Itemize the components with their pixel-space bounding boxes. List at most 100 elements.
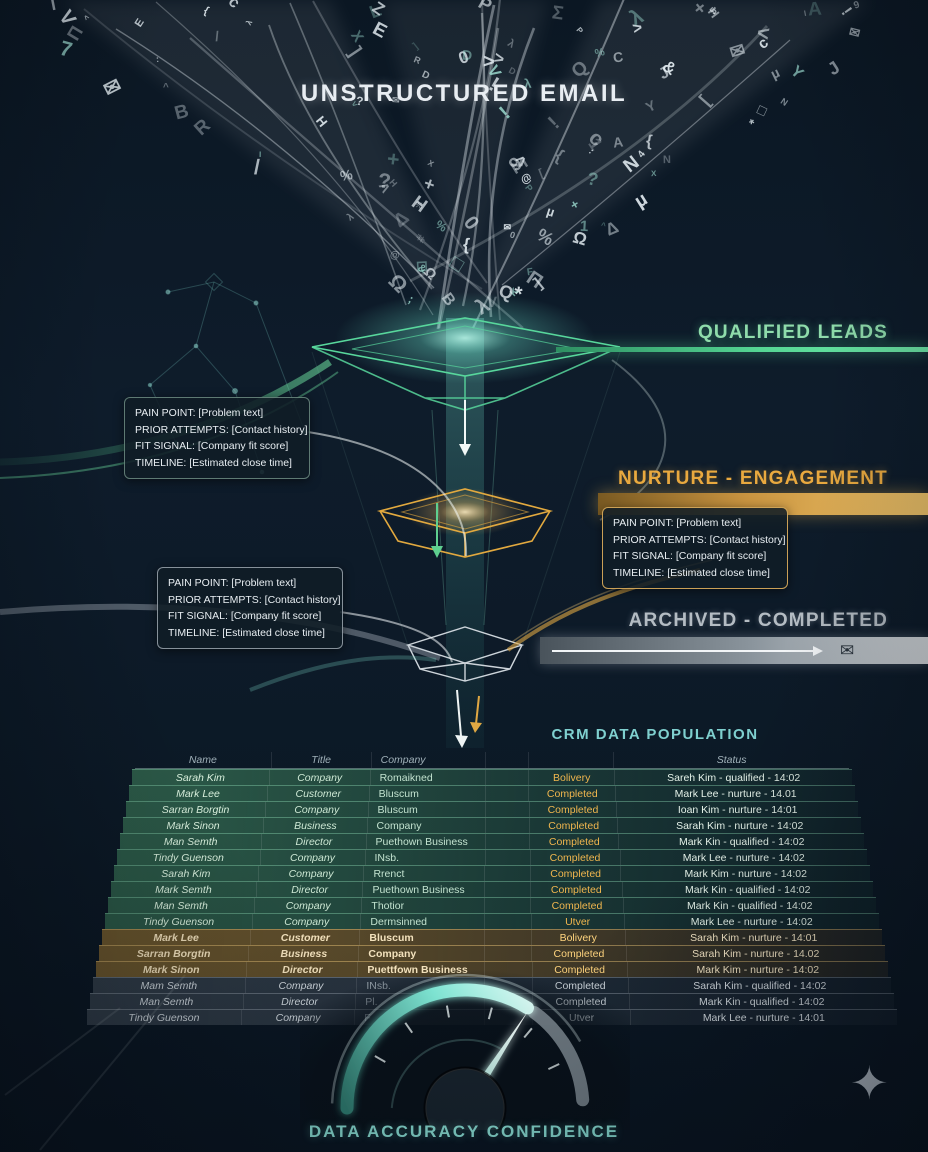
cell-title: Company [253, 898, 362, 913]
cell-delivery: Completed [530, 898, 622, 913]
cell-company: Company [366, 818, 485, 833]
page-title: UNSTRUCTURED EMAIL [300, 80, 628, 107]
cell-name: Tindy Guenson [128, 1012, 200, 1024]
cell-company: Company [370, 752, 485, 768]
cell-company: Bluscum [367, 802, 485, 817]
archive-arrow [552, 645, 823, 656]
stage-label-archived: ARCHIVED - COMPLETED [628, 610, 888, 631]
cell-title: Company [259, 850, 365, 865]
cell-title: Company [265, 802, 367, 817]
cell-spacer [484, 834, 530, 849]
callout-box-archived: PAIN POINT: [Problem text] PRIOR ATTEMPT… [157, 567, 343, 649]
cell-company: Romaikned [369, 770, 485, 785]
cell-company: Bluscum [368, 786, 485, 801]
cell-status: Mark Kin - qualified - 14:02 [622, 898, 876, 913]
stage-label-qualified: QUALIFIED LEADS [697, 322, 888, 343]
cell-spacer [484, 930, 531, 945]
callout-line: TIMELINE: [Estimated close time] [168, 626, 325, 639]
cell-name: Mark Sinon [142, 964, 200, 976]
cell-delivery: Bolivery [527, 770, 614, 785]
cell-delivery: Completed [529, 834, 618, 849]
cell-delivery: Completed [528, 802, 617, 817]
cell-delivery: Completed [528, 818, 618, 833]
cell-company: Puethown Business [365, 834, 485, 849]
cell-name: Sarran Borgtin [161, 804, 230, 816]
cell-delivery [527, 752, 614, 768]
cell-name: Tindy Guenson [152, 852, 224, 864]
cell-company: Dermsinned [360, 914, 484, 929]
cell-title: Company [252, 914, 360, 929]
cell-spacer [484, 818, 529, 833]
cell-name: Sarah Kim [161, 868, 211, 880]
cell-status: Ioan Kim - nurture - 14:01 [616, 802, 858, 817]
cell-name: Mark Lee [153, 932, 199, 944]
cell-status: Mark Lee - nurture - 14:02 [623, 914, 879, 929]
cell-spacer [484, 802, 529, 817]
callout-line: FIT SIGNAL: [Company fit score] [168, 610, 322, 622]
cell-company: Bluscum [359, 930, 484, 945]
cell-title: Company [268, 770, 370, 785]
cell-name: Sarah Kim [175, 772, 225, 784]
callout-line: PRIOR ATTEMPTS: [Contact history] [135, 423, 308, 436]
callout-line: PRIOR ATTEMPTS: [Contact history] [168, 593, 341, 606]
cell-name: Tindy Guenson [142, 916, 215, 928]
cell-title: Director [261, 834, 365, 849]
callout-line: PAIN POINT: [Problem text] [135, 407, 264, 419]
cell-title: Customer [250, 930, 359, 945]
cell-status: Sarah Kim - nurture - 14:02 [617, 818, 861, 833]
callout-line: FIT SIGNAL: [Company fit score] [613, 550, 767, 562]
cell-spacer [484, 786, 529, 801]
cell-title: Company [257, 866, 364, 881]
cell-title: Customer [266, 786, 369, 801]
stage-bar-archived: ✉ [540, 637, 928, 664]
cell-status: Mark Lee - nurture - 14:02 [619, 850, 868, 865]
cell-status: Mark Lee - nurture - 14:01 [629, 1010, 897, 1025]
cell-company: Rrenct [363, 866, 484, 881]
callout-line: PAIN POINT: [Problem text] [168, 577, 297, 589]
cell-name: Man Semth [154, 900, 208, 912]
stage-bar-qualified [556, 347, 928, 352]
cell-name: Sarran Borgtin [136, 948, 211, 960]
envelope-icon: ✉ [840, 641, 855, 660]
cell-spacer [484, 752, 528, 768]
confidence-gauge [300, 958, 630, 1130]
sparkle-icon: ✦ [850, 1057, 889, 1109]
callout-line: PAIN POINT: [Problem text] [613, 517, 742, 529]
cell-status: Sareh Kim - qualified - 14:02 [614, 770, 852, 785]
callout-line: FIT SIGNAL: [Company fit score] [135, 440, 289, 452]
cell-name: Man Semth [139, 996, 194, 1008]
cell-name: Mam Semth [140, 980, 198, 992]
cell-title: Title [270, 752, 371, 768]
cell-name: Mark Lee [176, 788, 220, 800]
cell-status: Mark Kin - qualified - 14:02 [618, 834, 864, 849]
cell-status: Mark Lee - nurture - 14.01 [615, 786, 855, 801]
cell-delivery: Completed [529, 850, 620, 865]
cell-delivery: Bolivery [530, 930, 625, 945]
cell-company: Thotior [361, 898, 484, 913]
cell-spacer [484, 898, 530, 913]
cell-delivery: Completed [529, 866, 621, 881]
gauge-label: DATA ACCURACY CONFIDENCE [308, 1122, 620, 1141]
cell-spacer [484, 914, 530, 929]
crm-section-title: CRM DATA POPULATION [551, 726, 759, 743]
cell-name: Man Semth [163, 836, 218, 848]
cell-status: Status [613, 752, 849, 768]
cell-status: Mark Kim - nurture - 14:02 [626, 962, 888, 977]
cell-name: Name [188, 754, 217, 766]
callout-line: TIMELINE: [Estimated close time] [613, 566, 770, 579]
cell-name: Mark Sinon [166, 820, 220, 832]
cell-delivery: Utver [530, 914, 624, 929]
cell-status: Sarah Kim - qualified - 14:02 [627, 978, 891, 993]
